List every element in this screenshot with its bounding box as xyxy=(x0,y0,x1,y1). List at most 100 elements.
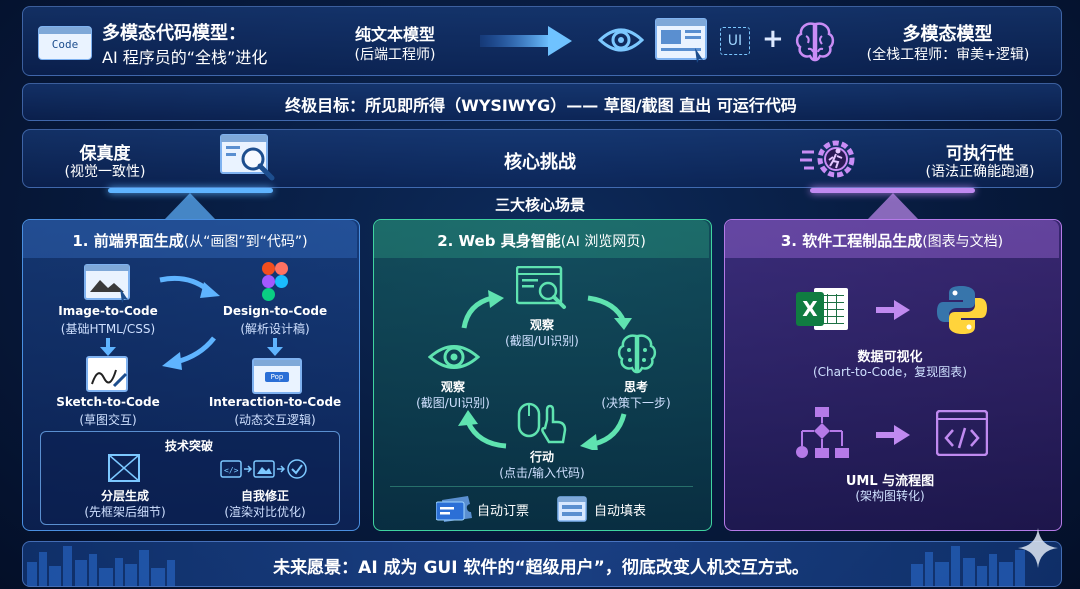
act-label: 行动 xyxy=(529,450,554,464)
tech-breakthrough-box xyxy=(40,431,340,525)
core-challenge-title: 核心挑战 xyxy=(504,152,576,173)
multimodal-title: 多模态模型 xyxy=(902,24,993,45)
uml-sub: (架构图转化) xyxy=(855,489,925,503)
arrow-to-code-icon xyxy=(876,425,910,445)
panel2-title: 2. Web 具身智能 xyxy=(437,232,561,250)
sparkle-icon xyxy=(1018,528,1058,568)
think-sub: (决策下一步) xyxy=(601,396,671,410)
auto-ticket-label: 自动订票 xyxy=(477,504,530,519)
panel2-heading: 2. Web 具身智能(AI 浏览网页) xyxy=(373,230,710,251)
panel-web-agent-header xyxy=(374,220,709,258)
executability-sub: (语法正确能跑通) xyxy=(925,164,1035,180)
arrow-right-icon xyxy=(480,26,572,56)
goal-bar xyxy=(22,83,1062,121)
image-to-code-sub: (基础HTML/CSS) xyxy=(60,322,156,336)
panel-frontend-header xyxy=(23,220,357,258)
cycle-arrow-top-left-icon xyxy=(461,290,504,329)
excel-icon: X xyxy=(796,286,850,332)
excel-letter: X xyxy=(802,297,818,321)
panel1-title: 1. 前端界面生成 xyxy=(72,232,184,250)
curved-arrow-right-icon xyxy=(159,275,220,298)
main-title-line1: 多模态代码模型： xyxy=(102,23,246,44)
interaction-window-icon: Pop xyxy=(252,358,302,394)
gear-runner-icon xyxy=(800,140,855,178)
eye-outline-icon xyxy=(428,345,480,369)
text-model-title: 纯文本模型 xyxy=(354,25,435,44)
panel2-bottom-divider xyxy=(390,486,693,487)
down-arrow-right-icon xyxy=(267,338,283,356)
act-sub: (点击/输入代码) xyxy=(499,466,585,480)
fidelity-title: 保真度 xyxy=(79,144,131,164)
sketch-icon xyxy=(86,356,128,392)
panel3-title: 3. 软件工程制品生成 xyxy=(780,232,923,250)
goal-text: 终极目标：所见即所得（WYSIWYG）—— 草图/截图 直出 可运行代码 xyxy=(285,96,797,115)
design-to-code-sub: (解析设计稿) xyxy=(240,322,310,336)
panel-frontend xyxy=(22,219,360,531)
sketch-to-code-label: Sketch-to-Code xyxy=(56,395,160,409)
panel3-title-sub: (图表与文档) xyxy=(922,234,1004,250)
ticket-icon xyxy=(436,496,472,522)
panel1-title-sub: (从“画图”到“代码”) xyxy=(183,234,308,250)
uml-label: UML 与流程图 xyxy=(845,474,935,489)
panel3-heading: 3. 软件工程制品生成(图表与文档) xyxy=(724,230,1060,251)
think-label: 思考 xyxy=(623,380,648,394)
sketch-to-code-sub: (草图交互) xyxy=(79,413,137,427)
svg-text:</>: </> xyxy=(224,466,239,475)
future-vision-text: 未来愿景：AI 成为 GUI 软件的“超级用户”，彻底改变人机交互方式。 xyxy=(273,558,809,578)
flowchart-icon xyxy=(796,407,849,458)
main-title-line2: AI 程序员的“全栈”进化 xyxy=(102,48,268,67)
panel2-title-sub: (AI 浏览网页) xyxy=(560,234,646,250)
executability-glow-bar xyxy=(810,188,975,193)
ui-badge-label: UI xyxy=(727,33,743,49)
image-to-code-label: Image-to-Code xyxy=(58,304,158,318)
layered-generation-sub: (先框架后细节) xyxy=(84,505,166,519)
brain-icon xyxy=(795,22,835,62)
cycle-arrow-top-right-icon xyxy=(587,295,632,330)
code-badge-label: Code xyxy=(51,38,79,51)
form-icon xyxy=(557,496,587,522)
observe-left-label: 观察 xyxy=(440,380,465,394)
eye-icon xyxy=(598,28,644,52)
challenge-bar xyxy=(22,129,1062,188)
auto-form-label: 自动填表 xyxy=(594,504,647,519)
brain-circuit-icon xyxy=(617,334,657,374)
webpage-icon xyxy=(655,18,707,63)
observe-top-sub: (截图/UI识别) xyxy=(505,334,579,348)
layered-frame-icon xyxy=(108,454,140,482)
data-viz-sub: (Chart-to-Code，复现图表) xyxy=(813,365,967,379)
tech-breakthrough-title: 技术突破 xyxy=(164,439,213,453)
code-window-icon xyxy=(936,410,988,456)
footer-bar xyxy=(22,541,1062,587)
figma-icon xyxy=(262,262,288,301)
right-pointer-triangle xyxy=(868,193,918,219)
observe-top-label: 观察 xyxy=(529,318,554,332)
data-viz-label: 数据可视化 xyxy=(857,350,923,365)
ui-badge: UI xyxy=(720,27,750,55)
observe-left-sub: (截图/UI识别) xyxy=(416,396,490,410)
scenes-title: 三大核心场景 xyxy=(494,196,585,214)
pop-label: Pop xyxy=(270,373,284,381)
curved-arrow-down-left-icon xyxy=(162,336,216,370)
executability-title: 可执行性 xyxy=(946,144,1014,164)
design-to-code-label: Design-to-Code xyxy=(222,304,328,318)
city-skyline-left xyxy=(27,546,175,586)
fidelity-glow-bar xyxy=(108,188,273,193)
code-badge: Code xyxy=(38,26,92,60)
arrow-to-python-icon xyxy=(876,300,910,320)
layered-generation-label: 分层生成 xyxy=(100,489,149,503)
self-correction-label: 自我修正 xyxy=(240,489,289,503)
python-icon xyxy=(937,286,987,334)
interaction-to-code-label: Interaction-to-Code xyxy=(208,395,342,409)
self-correction-sub: (渲染对比优化) xyxy=(224,505,306,519)
screen-search-icon xyxy=(516,266,566,309)
pop-button-icon: Pop xyxy=(265,372,289,382)
interaction-to-code-sub: (动态交互逻辑) xyxy=(234,413,316,427)
cycle-arrow-bottom-left-icon xyxy=(458,410,507,449)
cycle-arrow-bottom-right-icon xyxy=(580,413,627,450)
down-arrow-left-icon xyxy=(100,338,116,356)
text-model-sub: (后端工程师) xyxy=(354,47,436,63)
self-correction-flow-icon: </> xyxy=(220,459,307,479)
magnify-screen-icon xyxy=(220,134,275,181)
panel-web-agent xyxy=(373,219,712,531)
panel1-heading: 1. 前端界面生成(从“画图”到“代码”) xyxy=(22,230,358,251)
